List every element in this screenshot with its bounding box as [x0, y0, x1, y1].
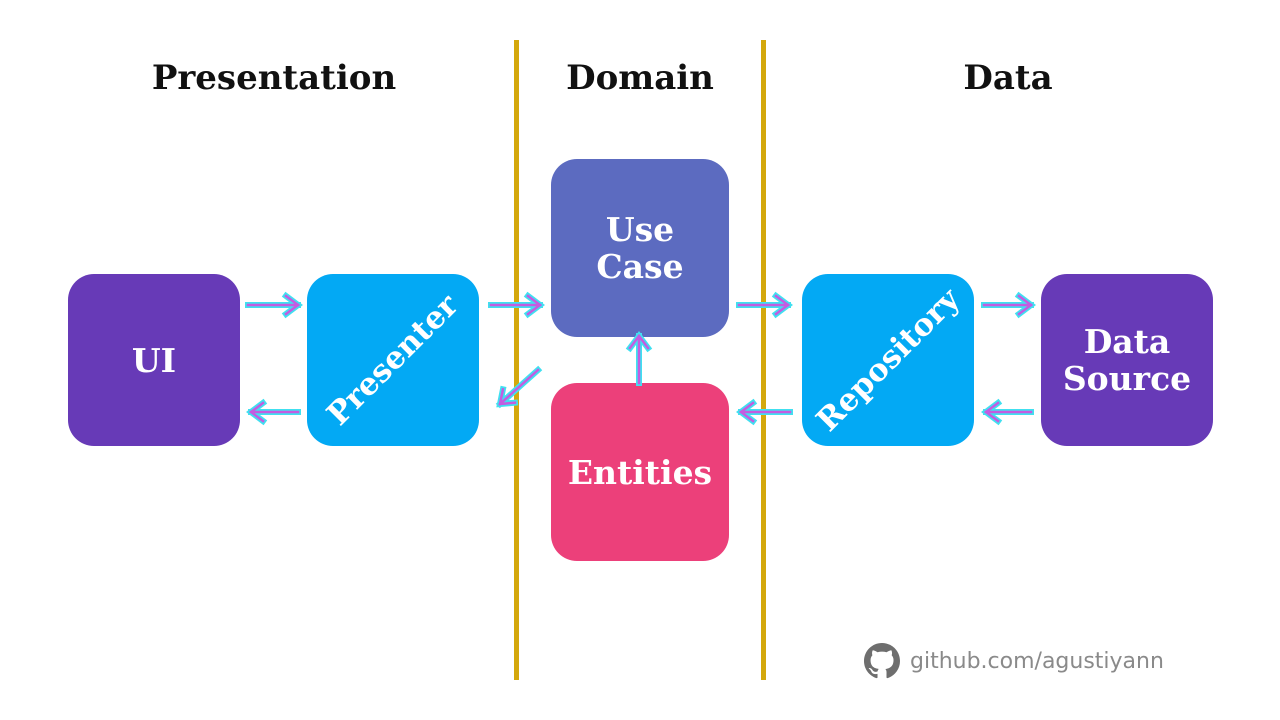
layer-divider-right: [761, 40, 766, 680]
arrow-repository-to-datasource: [981, 291, 1036, 319]
data-source-label-line1: Data: [1083, 322, 1171, 361]
data-source-box: Data Source: [1041, 274, 1213, 446]
arrow-repository-to-usecase: [736, 398, 793, 426]
arrow-usecase-to-repository: [736, 291, 793, 319]
ui-box: UI: [68, 274, 240, 446]
arrow-entities-to-usecase: [625, 331, 653, 386]
repository-box: Repository: [802, 274, 974, 446]
layer-title-presentation: Presentation: [151, 58, 397, 98]
entities-box: Entities: [551, 383, 729, 561]
use-case-box: Use Case: [551, 159, 729, 337]
entities-label: Entities: [567, 452, 713, 492]
github-icon: [864, 643, 900, 679]
use-case-label-line1: Use: [605, 210, 675, 249]
data-source-label-line2: Source: [1062, 359, 1192, 398]
layer-title-domain: Domain: [566, 58, 714, 98]
arrow-ui-to-presenter: [245, 291, 303, 319]
layer-divider-left: [514, 40, 519, 680]
use-case-label-line2: Case: [596, 247, 684, 286]
arrow-usecase-to-presenter: [495, 365, 543, 409]
footer: github.com/agustiyann: [864, 643, 1164, 679]
arrow-presenter-to-ui: [246, 398, 301, 426]
presenter-box: Presenter: [307, 274, 479, 446]
layer-title-data: Data: [963, 58, 1053, 98]
arrow-datasource-to-repository: [981, 398, 1034, 426]
footer-text: github.com/agustiyann: [910, 648, 1164, 674]
ui-label: UI: [131, 340, 177, 380]
arrow-presenter-to-usecase: [488, 291, 545, 319]
